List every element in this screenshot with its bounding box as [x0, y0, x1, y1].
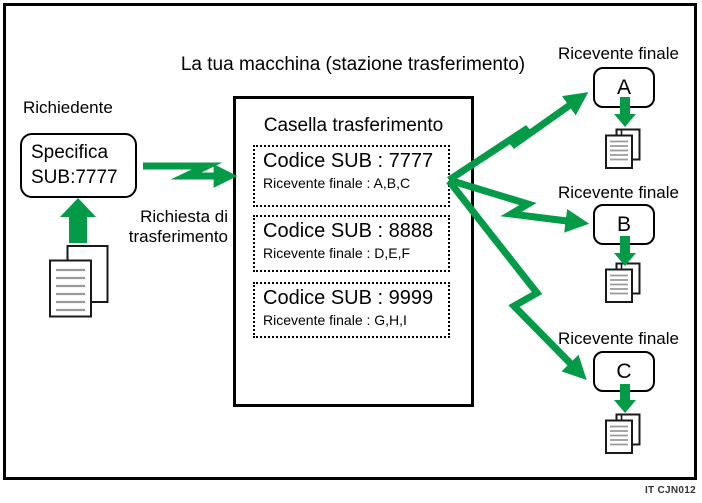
entry-recipients: Ricevente finale : D,E,F: [263, 245, 411, 261]
receiver-b-label: Ricevente finale: [558, 183, 679, 202]
receiver-c-name: C: [616, 359, 632, 383]
transfer-request-label-line2: trasferimento: [128, 227, 228, 247]
entry-code: Codice SUB : 9999: [263, 287, 434, 309]
requester-label: Richiedente: [23, 98, 113, 117]
receiver-b-box: B: [593, 204, 655, 245]
receiver-c-box: C: [593, 351, 655, 392]
document-icon: [605, 413, 641, 454]
document-icon: [605, 262, 641, 303]
entry-recipients: Ricevente finale : G,H,I: [263, 312, 407, 328]
receiver-a-name: A: [616, 75, 631, 99]
requester-sub-box-line2: SUB:7777: [31, 167, 118, 189]
receiver-c-label: Ricevente finale: [558, 329, 679, 348]
receiver-a-label: Ricevente finale: [558, 44, 679, 63]
entry-code: Codice SUB : 8888: [263, 220, 434, 242]
document-icon: [605, 128, 641, 169]
diagram-title: La tua macchina (stazione trasferimento): [180, 54, 526, 75]
transfer-request-label: Richiesta di trasferimento: [105, 207, 228, 247]
figure-caption: IT CJN012: [644, 485, 696, 496]
transfer-entry-8888: Codice SUB : 8888 Ricevente finale : D,E…: [253, 215, 450, 272]
receiver-a-box: A: [593, 67, 655, 108]
transfer-entry-9999: Codice SUB : 9999 Ricevente finale : G,H…: [253, 282, 450, 338]
transfer-box-title: Casella trasferimento: [263, 115, 444, 136]
transfer-station-box: Casella trasferimento Codice SUB : 7777 …: [233, 96, 474, 407]
document-icon: [49, 245, 109, 318]
entry-recipients: Ricevente finale : A,B,C: [263, 175, 411, 191]
receiver-b-name: B: [616, 212, 631, 236]
requester-sub-box: Specifica SUB:7777: [20, 133, 137, 198]
transfer-entry-7777: Codice SUB : 7777 Ricevente finale : A,B…: [253, 145, 450, 207]
entry-code: Codice SUB : 7777: [263, 150, 434, 172]
requester-sub-box-line1: Specifica: [31, 142, 109, 163]
transfer-request-label-line1: Richiesta di: [140, 207, 228, 226]
